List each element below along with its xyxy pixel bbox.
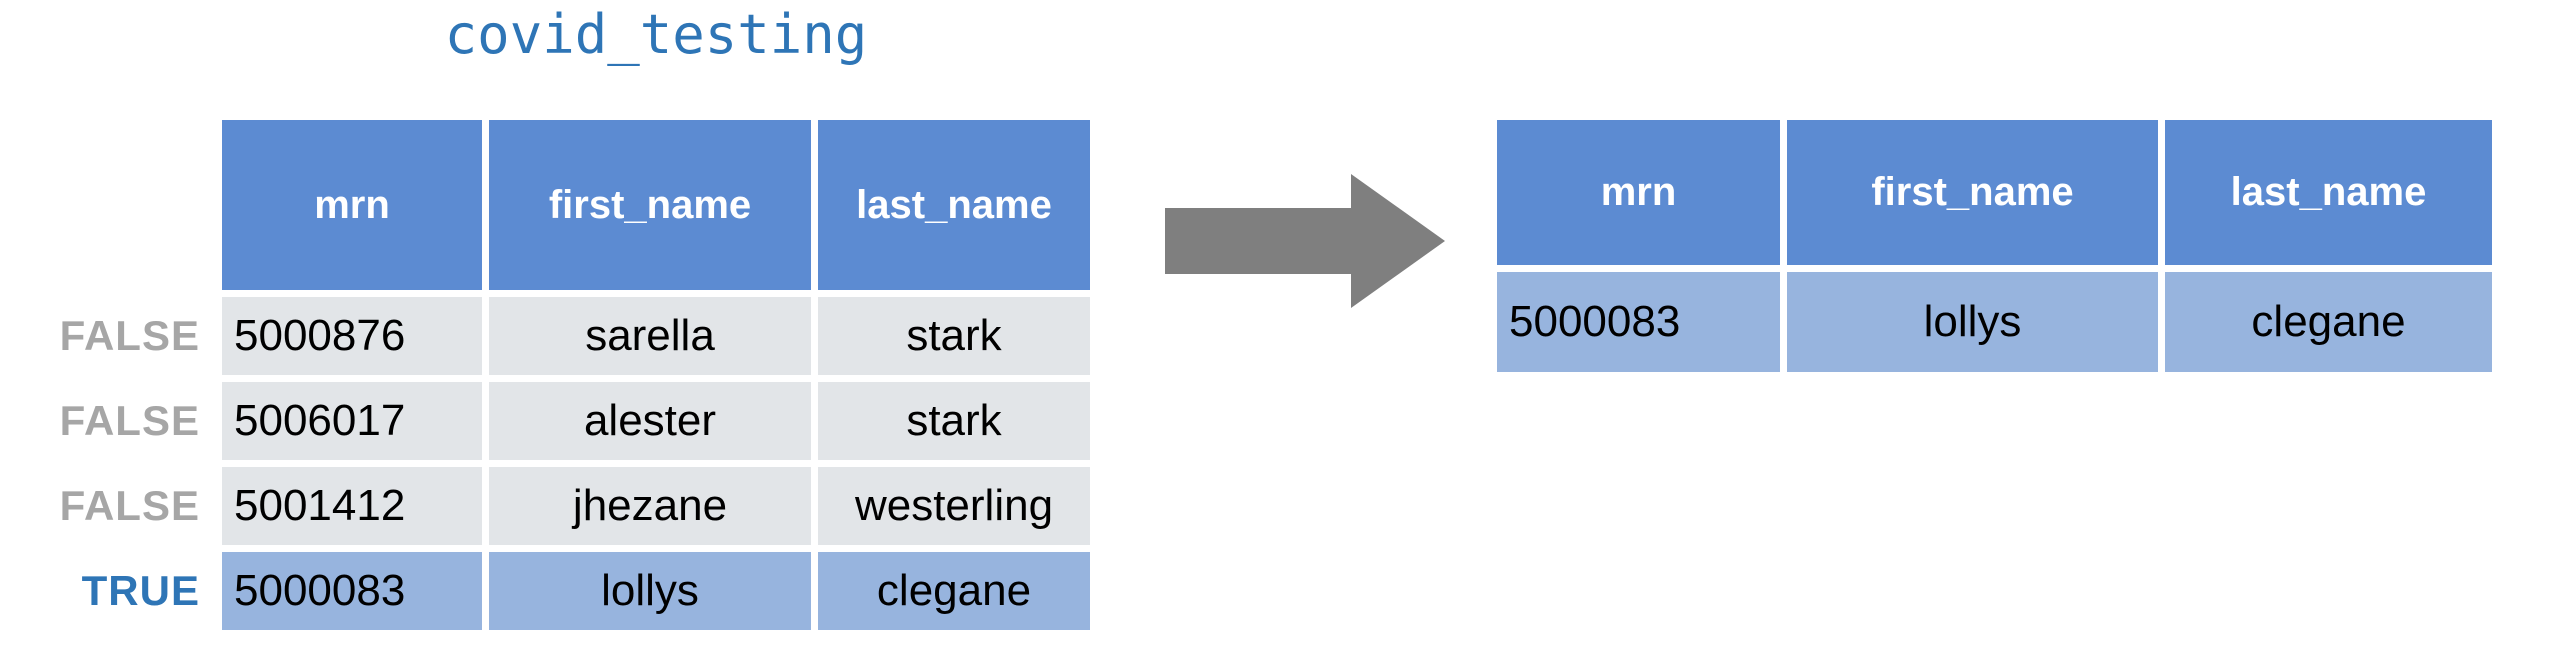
row-flags-column: FALSE FALSE FALSE TRUE	[0, 297, 200, 637]
cell-first-name-highlighted: lollys	[489, 552, 811, 630]
column-header-mrn: mrn	[222, 120, 482, 290]
cell-last-name: westerling	[818, 467, 1090, 545]
table-title: covid_testing	[444, 3, 868, 66]
column-header-last-name: last_name	[818, 120, 1090, 290]
covid-testing-table: mrn first_name last_name 5000876 sarella…	[222, 120, 1090, 630]
cell-mrn: 5001412	[222, 467, 482, 545]
cell-mrn-highlighted: 5000083	[222, 552, 482, 630]
column-header-first-name: first_name	[489, 120, 811, 290]
right-arrow-icon	[1165, 174, 1445, 308]
row-flag: FALSE	[59, 482, 200, 529]
cell-last-name: clegane	[2165, 272, 2492, 372]
cell-first-name: sarella	[489, 297, 811, 375]
cell-mrn: 5000876	[222, 297, 482, 375]
filtered-result-table: mrn first_name last_name 5000083 lollys …	[1497, 120, 2492, 372]
cell-mrn: 5000083	[1497, 272, 1780, 372]
cell-last-name-highlighted: clegane	[818, 552, 1090, 630]
column-header-first-name: first_name	[1787, 120, 2158, 265]
cell-last-name: stark	[818, 297, 1090, 375]
cell-first-name: jhezane	[489, 467, 811, 545]
row-flag: FALSE	[59, 312, 200, 359]
cell-first-name: alester	[489, 382, 811, 460]
row-flag: TRUE	[81, 567, 200, 614]
column-header-last-name: last_name	[2165, 120, 2492, 265]
cell-first-name: lollys	[1787, 272, 2158, 372]
row-flag: FALSE	[59, 397, 200, 444]
cell-last-name: stark	[818, 382, 1090, 460]
cell-mrn: 5006017	[222, 382, 482, 460]
column-header-mrn: mrn	[1497, 120, 1780, 265]
